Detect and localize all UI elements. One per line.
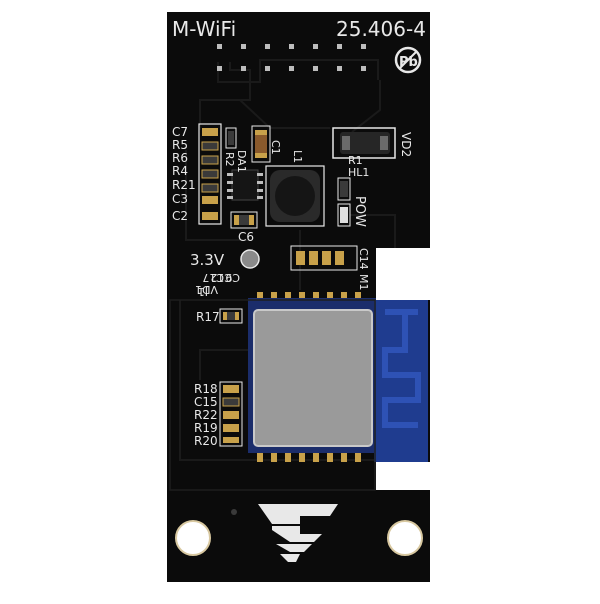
passive-stack-left [198, 123, 222, 225]
label-c6: C6 [238, 230, 254, 244]
mounting-hole-left [175, 520, 211, 556]
label-r4: R4 [172, 164, 188, 178]
label-r21: R21 [172, 178, 196, 192]
test-point-3v3 [240, 249, 260, 269]
label-c17: C17 [202, 271, 224, 284]
module-pins-top [257, 292, 361, 302]
label-r1: R1 [348, 154, 363, 167]
label-c9: C9 [225, 271, 240, 284]
label-r19: R19 [194, 421, 218, 435]
label-c3: C3 [172, 192, 188, 206]
capacitor-c6 [230, 211, 258, 229]
label-3v3: 3.3V [190, 251, 225, 269]
label-da1: DA1 [235, 150, 248, 173]
passive-stack-lower [219, 381, 243, 447]
diode-vd2 [332, 127, 396, 159]
label-c12: C12 [210, 271, 232, 284]
label-c14: C14 [357, 248, 370, 270]
label-c2: C2 [172, 209, 188, 223]
mounting-hole-right [387, 520, 423, 556]
label-pow: POW [352, 196, 367, 227]
capacitor-c1 [251, 125, 271, 163]
label-r6: R6 [172, 151, 188, 165]
pb-free-label: Pb [399, 55, 418, 70]
module-pins-bottom [257, 450, 361, 462]
board-name: M-WiFi [172, 17, 236, 41]
label-m1: M1 [357, 274, 370, 291]
label-r2: R2 [223, 152, 236, 167]
label-c7: C7 [172, 125, 188, 139]
resistor-r17 [219, 308, 243, 324]
label-r22: R22 [194, 408, 218, 422]
label-vd2: VD2 [399, 132, 413, 157]
label-r20: R20 [194, 434, 218, 448]
header-pins [217, 44, 366, 71]
label-c15: C15 [194, 395, 218, 409]
antenna-trace [382, 309, 421, 428]
resistor-r1 [337, 177, 351, 201]
company-logo [258, 504, 338, 562]
wifi-module-shield [254, 310, 372, 446]
ic-da1 [227, 169, 263, 201]
label-c1: C1 [269, 140, 282, 155]
label-r5: R5 [172, 138, 188, 152]
board-version: 25.406-4 [336, 17, 426, 41]
label-vd1: VD1 [195, 283, 218, 296]
label-l1: L1 [291, 150, 304, 163]
led-hl1 [337, 203, 351, 227]
label-hl1: HL1 [348, 166, 369, 179]
pb-free-icon: Pb [394, 46, 422, 74]
inductor-l1 [265, 165, 325, 227]
label-j1: J1 [198, 285, 209, 298]
capacitor-row-c14 [290, 245, 358, 271]
label-r18: R18 [194, 382, 218, 396]
resistor-r2 [225, 127, 237, 149]
label-r17: R17 [196, 310, 220, 324]
